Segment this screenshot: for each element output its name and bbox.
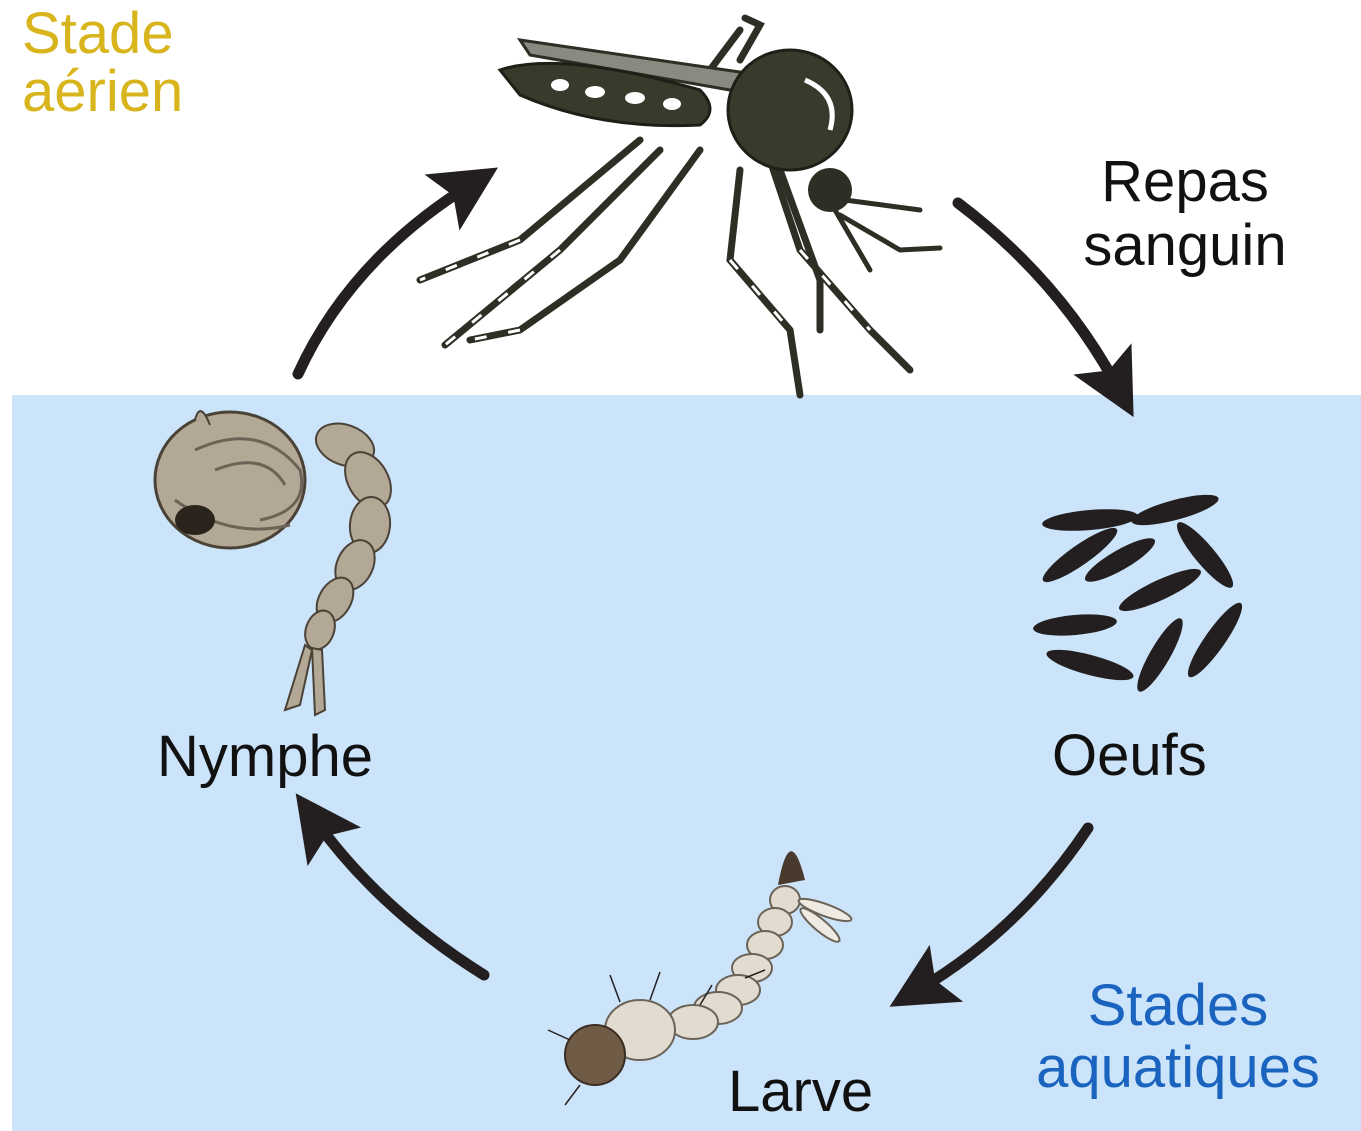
adult-mosquito-icon [420,18,940,395]
eggs-label: Oeufs [1052,727,1207,785]
aquatic-stages-label: Stades aquatiques [998,975,1358,1099]
aerial-stage-line-1: Stade [22,5,183,63]
aquatic-stages-line-1: Stades [998,975,1358,1037]
aquatic-stages-line-2: aquatiques [998,1037,1358,1099]
pupa-label: Nymphe [157,728,373,786]
aerial-stage-label: Stade aérien [22,5,183,121]
blood-meal-line-2: sanguin [1055,214,1315,278]
blood-meal-label: Repas sanguin [1055,150,1315,278]
blood-meal-line-1: Repas [1055,150,1315,214]
larva-label: Larve [728,1063,873,1121]
aerial-stage-line-2: aérien [22,63,183,121]
